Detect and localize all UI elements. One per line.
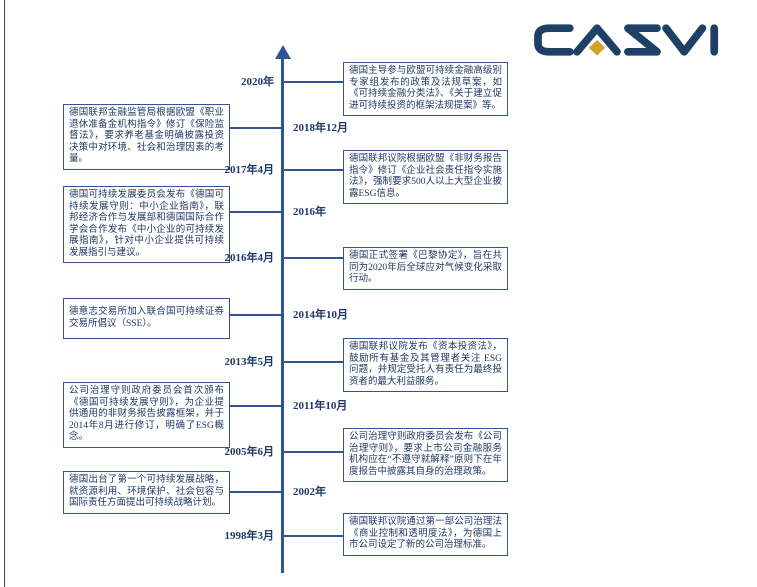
event-text: 德国联邦金融监管局根据欧盟《职业退休准备金机构指令》修订《保险监督法》，要求养老… — [69, 108, 224, 164]
gold-diamond-icon — [588, 40, 606, 56]
axis-arrow-icon — [275, 45, 291, 59]
event-box: 德国出台了第一个可持续发展战略，就资源利用、环境保护、社会包容与国际责任方面提出… — [63, 471, 230, 514]
page-edge-line — [4, 0, 5, 587]
timeline-date: 2020年 — [241, 76, 274, 88]
timeline-connector — [284, 535, 344, 537]
timeline-date: 2018年12月 — [293, 122, 348, 134]
event-text: 德国可持续发展委员会发布《德国可持续发展守则：中小企业指南》，联邦经济合作与发展… — [69, 190, 224, 258]
timeline-connector — [284, 169, 344, 171]
timeline-date: 2014年10月 — [293, 309, 348, 321]
event-box: 德意志交易所加入联合国可持续证券交易所倡议（SSE）。 — [63, 298, 230, 339]
event-box: 德国主导参与欧盟可持续金融高级别专家组发布的政策及法规草案，如《可持续金融分类法… — [343, 62, 508, 116]
event-box: 德国可持续发展委员会发布《德国可持续发展守则：中小企业指南》，联邦经济合作与发展… — [63, 186, 230, 263]
event-text: 德国联邦议院发布《资本投资法》，鼓励所有基金及其管理者关注 ESG 问题，并规定… — [349, 342, 502, 387]
event-text: 德国出台了第一个可持续发展战略，就资源利用、环境保护、社会包容与国际责任方面提出… — [69, 475, 224, 508]
event-box: 德国联邦金融监管局根据欧盟《职业退休准备金机构指令》修订《保险监督法》，要求养老… — [63, 104, 230, 170]
timeline-connector — [228, 491, 283, 493]
event-box: 公司治理守则政府委员会首次颁布《德国可持续发展守则》，为企业提供通用的非财务报告… — [63, 382, 230, 448]
timeline-connector — [284, 361, 344, 363]
event-text: 德国正式签署《巴黎协定》，旨在共同为2020年后全球应对气候变化采取行动。 — [349, 251, 502, 284]
timeline-connector — [228, 405, 283, 407]
timeline-connector — [228, 314, 283, 316]
timeline-date: 2013年5月 — [224, 356, 275, 368]
timeline-connector — [284, 257, 344, 259]
event-text: 公司治理守则政府委员会发布《公司治理守则》，要求上市公司金融服务机构应在“不遵守… — [349, 432, 502, 477]
timeline-date: 2016年4月 — [224, 252, 275, 264]
timeline-connector — [284, 451, 344, 453]
timeline-date: 2002年 — [293, 486, 326, 498]
timeline-date: 2017年4月 — [224, 164, 275, 176]
event-text: 德国主导参与欧盟可持续金融高级别专家组发布的政策及法规草案，如《可持续金融分类法… — [349, 66, 502, 111]
event-box: 德国正式签署《巴黎协定》，旨在共同为2020年后全球应对气候变化采取行动。 — [343, 247, 508, 290]
timeline-date: 2011年10月 — [293, 400, 348, 412]
event-text: 德国联邦议院根据欧盟《非财务报告指令》修订《企业社会责任指令实施法》，强制要求5… — [349, 154, 502, 199]
event-box: 德国联邦议院发布《资本投资法》，鼓励所有基金及其管理者关注 ESG 问题，并规定… — [343, 338, 508, 392]
timeline-date: 1998年3月 — [224, 530, 275, 542]
timeline-connector — [284, 81, 344, 83]
casvi-logo — [528, 20, 746, 62]
timeline-date: 2005年6月 — [224, 446, 275, 458]
event-box: 德国联邦议院通过第一部公司治理法《商业控制和透明度法》，为德国上市公司设定了新的… — [343, 513, 508, 556]
event-box: 公司治理守则政府委员会发布《公司治理守则》，要求上市公司金融服务机构应在“不遵守… — [343, 428, 508, 482]
timeline-connector — [228, 127, 283, 129]
timeline-connector — [228, 211, 283, 213]
casvi-logo-icon — [534, 24, 719, 56]
event-text: 公司治理守则政府委员会首次颁布《德国可持续发展守则》，为企业提供通用的非财务报告… — [69, 386, 224, 442]
timeline-date: 2016年 — [293, 206, 326, 218]
event-text: 德意志交易所加入联合国可持续证券交易所倡议（SSE）。 — [69, 307, 224, 329]
event-text: 德国联邦议院通过第一部公司治理法《商业控制和透明度法》，为德国上市公司设定了新的… — [349, 517, 502, 550]
event-box: 德国联邦议院根据欧盟《非财务报告指令》修订《企业社会责任指令实施法》，强制要求5… — [343, 150, 508, 204]
